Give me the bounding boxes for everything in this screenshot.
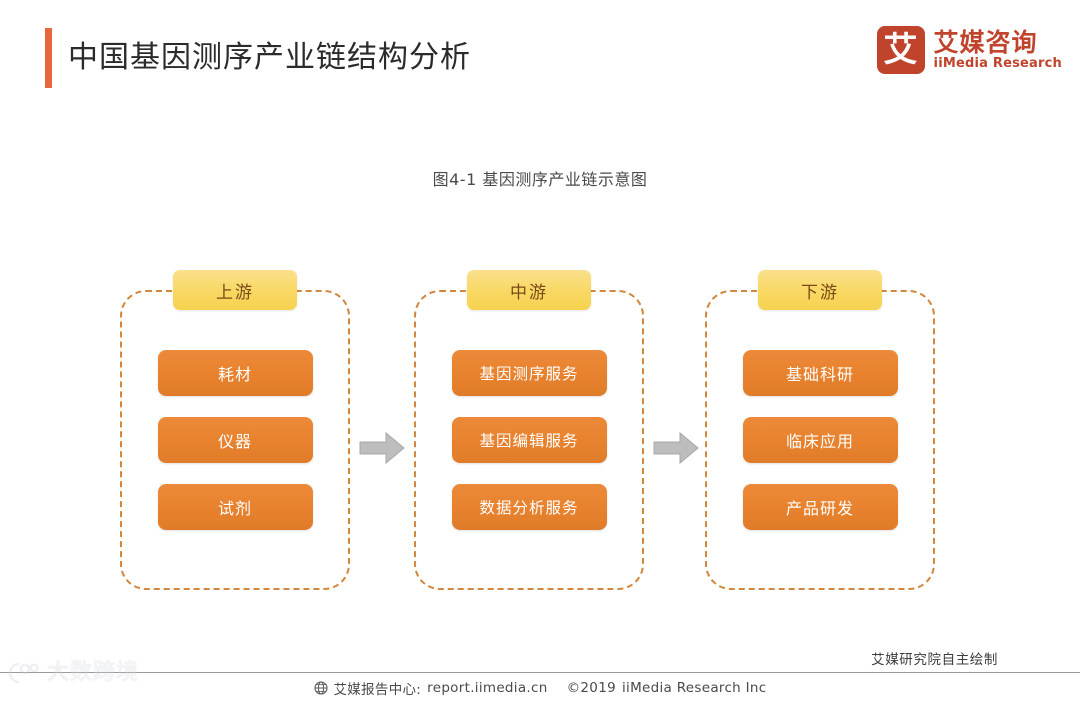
footer-divider [0,672,1080,673]
item-box[interactable]: 数据分析服务 [451,484,607,530]
brand-mark-icon: 艾 [876,26,925,74]
item-box[interactable]: 仪器 [157,417,313,463]
stage-upstream: 上游 耗材 仪器 试剂 [120,270,350,590]
source-note: 艾媒研究院自主绘制 [871,652,998,668]
footer-copyright: ©2019 [566,680,616,696]
item-box[interactable]: 基础科研 [742,350,898,396]
stage-upstream-items: 耗材 仪器 试剂 [122,350,348,530]
brand-logo: 艾 艾媒咨询 iiMedia Research [876,26,1062,74]
item-box[interactable]: 耗材 [157,350,313,396]
brand-text: 艾媒咨询 iiMedia Research [934,29,1062,72]
stage-downstream: 下游 基础科研 临床应用 产品研发 [705,270,935,590]
footer-url[interactable]: report.iimedia.cn [427,680,548,696]
footer-company: iiMedia Research Inc [621,680,767,696]
page-title: 中国基因测序产业链结构分析 [68,40,471,75]
arrow-right-icon [358,431,406,465]
stage-downstream-items: 基础科研 临床应用 产品研发 [707,350,933,530]
brand-name-cn: 艾媒咨询 [933,27,1038,57]
arrow-right-icon [652,431,700,465]
industry-chain-diagram: 上游 耗材 仪器 试剂 中游 基因测序服务 基因编辑服务 数据分析服务 [0,255,1080,615]
stage-midstream-items: 基因测序服务 基因编辑服务 数据分析服务 [416,350,642,530]
page-footer: 艾媒报告中心: report.iimedia.cn ©2019 iiMedia … [0,678,1080,698]
stage-upstream-label: 上游 [173,270,297,310]
brand-mark-glyph: 艾 [883,30,918,70]
item-box[interactable]: 试剂 [157,484,313,530]
globe-icon [313,681,328,695]
footer-label: 艾媒报告中心: [333,682,422,698]
figure-caption: 图4-1 基因测序产业链示意图 [432,170,648,189]
item-box[interactable]: 基因测序服务 [451,350,607,396]
page-header: 中国基因测序产业链结构分析 艾 艾媒咨询 iiMedia Research [0,0,1080,110]
item-box[interactable]: 临床应用 [742,417,898,463]
stage-midstream-label: 中游 [467,270,591,310]
item-box[interactable]: 基因编辑服务 [451,417,607,463]
stage-downstream-label: 下游 [758,270,882,310]
item-box[interactable]: 产品研发 [742,484,898,530]
brand-name-en: iiMedia Research [933,55,1062,71]
title-accent-bar [45,28,52,88]
stage-midstream: 中游 基因测序服务 基因编辑服务 数据分析服务 [414,270,644,590]
